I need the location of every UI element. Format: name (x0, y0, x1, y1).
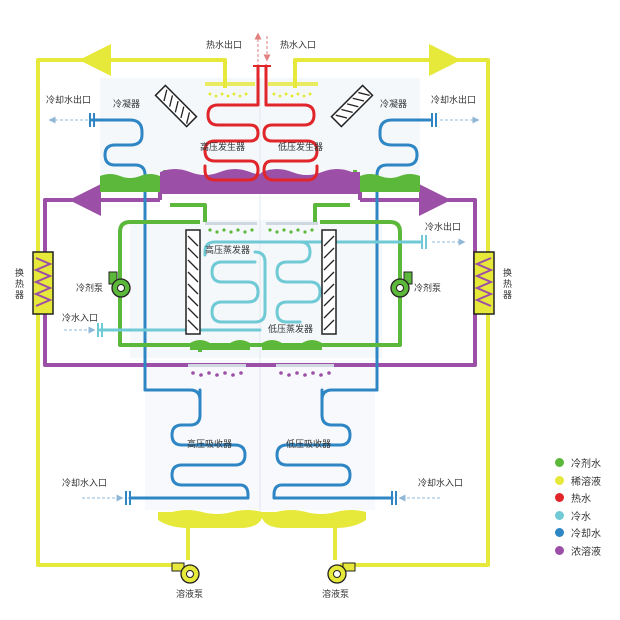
lp-generator-label: 低压发生器 (278, 141, 323, 153)
legend-dot-icon (555, 510, 564, 520)
legend-label: 稀溶液 (571, 476, 601, 488)
condenser-right-label: 冷凝器 (380, 98, 407, 110)
refrigerant-pump-right-label: 冷剂泵 (414, 282, 441, 294)
cooling-water-out-right-label: 冷却水出口 (431, 94, 476, 106)
legend-dot-icon (555, 475, 564, 485)
legend-dot-icon (555, 528, 564, 538)
cooling-water-flow-arrows (48, 116, 480, 502)
heat-exchanger-right (473, 251, 495, 315)
lp-absorber-label: 低压吸收器 (286, 438, 331, 450)
legend-item: 冷剂水 (555, 454, 619, 472)
condenser-baffles (154, 84, 374, 128)
solution-pump-right-icon (327, 562, 356, 584)
spray-trays (188, 82, 334, 377)
hot-water-flow-arrows (254, 32, 271, 62)
heat-exchanger-left-label: 换热器 (13, 267, 24, 301)
legend-label: 冷剂水 (571, 459, 601, 471)
hp-absorber-label: 高压吸收器 (187, 438, 232, 450)
hot-water-out-label: 热水出口 (206, 39, 242, 51)
heat-exchanger-left (32, 251, 54, 315)
legend-item: 稀溶液 (555, 472, 619, 490)
legend-label: 热水 (571, 494, 591, 506)
heat-exchanger-right-label: 换热器 (501, 267, 512, 301)
solution-pump-left-icon (171, 562, 200, 584)
legend-item: 冷却水 (555, 524, 619, 542)
generator-pools (160, 169, 360, 194)
solution-pump-left-label: 溶液泵 (176, 588, 203, 600)
hp-generator-label: 高压发生器 (200, 141, 245, 153)
hot-water-in-label: 热水入口 (280, 39, 316, 51)
legend-label: 浓溶液 (571, 546, 601, 558)
green-trays (100, 174, 420, 350)
chiller-shell (100, 78, 420, 520)
evaporator-baffles (185, 229, 337, 335)
dilute-solution-loop (36, 44, 490, 567)
diagram-labels: 热水出口 热水入口 冷却水出口 冷凝器 冷凝器 冷却水出口 高压发生器 低压发生… (13, 39, 512, 600)
refrigerant-pump-right-icon (390, 271, 413, 298)
absorber-pools (158, 510, 366, 528)
chilled-water-out-label: 冷水出口 (425, 221, 461, 233)
legend-dot-icon (555, 493, 564, 503)
cooling-water-out-left-label: 冷却水出口 (46, 94, 91, 106)
condenser-left-label: 冷凝器 (113, 98, 140, 110)
chilled-water-coils (98, 240, 422, 332)
chilled-water-in-label: 冷水入口 (62, 312, 98, 324)
cooling-water-in-right-label: 冷却水入口 (418, 477, 463, 489)
lp-evaporator-label: 低压蒸发器 (268, 323, 313, 335)
legend-item: 浓溶液 (555, 542, 619, 560)
refrigerant-pump-left-label: 冷剂泵 (76, 282, 103, 294)
legend-label: 冷却水 (571, 529, 601, 541)
hot-water-coils (203, 64, 319, 182)
chilled-water-flow-arrows (64, 238, 466, 334)
legend-label: 冷水 (571, 511, 591, 523)
refrigerant-pump-left-icon (108, 271, 131, 298)
legend-item: 热水 (555, 489, 619, 507)
legend-dot-icon (555, 545, 564, 555)
cooling-water-in-left-label: 冷却水入口 (62, 477, 107, 489)
chilled-water-caps (97, 235, 427, 337)
legend-item: 冷水 (555, 507, 619, 525)
cooling-water-pipe-caps (89, 113, 437, 505)
legend: 冷剂水 稀溶液 热水 冷水 冷却水 浓溶液 (555, 454, 619, 559)
solution-pump-right-label: 溶液泵 (322, 588, 349, 600)
hp-evaporator-label: 高压蒸发器 (205, 244, 250, 256)
legend-dot-icon (555, 458, 564, 468)
cooling-water-circuit (90, 118, 432, 500)
